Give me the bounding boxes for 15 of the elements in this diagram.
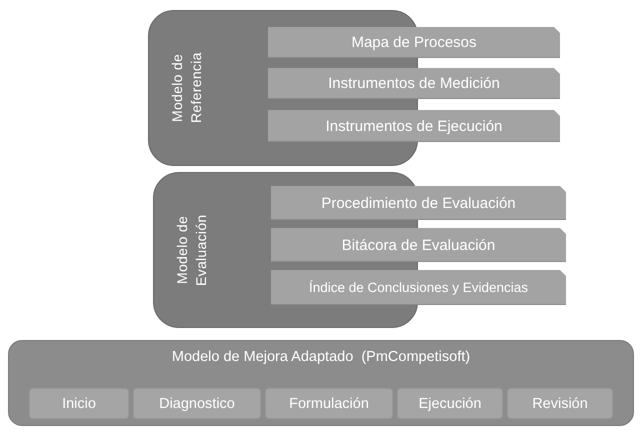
panel-title: Modelo de Evaluación: [173, 213, 210, 288]
panel-title: Modelo de Referencia: [168, 52, 205, 126]
item-bar: Procedimiento de Evaluación: [271, 186, 566, 220]
phase-box: Diagnostico: [133, 388, 261, 419]
phase-box: Ejecución: [397, 388, 503, 419]
item-bar: Instrumentos de Ejecución: [268, 110, 560, 142]
phase-box: Revisión: [507, 388, 613, 419]
item-bar: Índice de Conclusiones y Evidencias: [271, 270, 566, 305]
item-bar: Bitácora de Evaluación: [271, 228, 566, 262]
phase-box: Inicio: [29, 388, 129, 419]
panel-title: Modelo de Mejora Adaptado (PmCompetisoft): [170, 349, 472, 365]
model-panel: [8, 340, 634, 426]
item-bar: Instrumentos de Medición: [268, 68, 560, 99]
phase-box: Formulación: [265, 388, 393, 419]
item-bar: Mapa de Procesos: [268, 27, 560, 58]
